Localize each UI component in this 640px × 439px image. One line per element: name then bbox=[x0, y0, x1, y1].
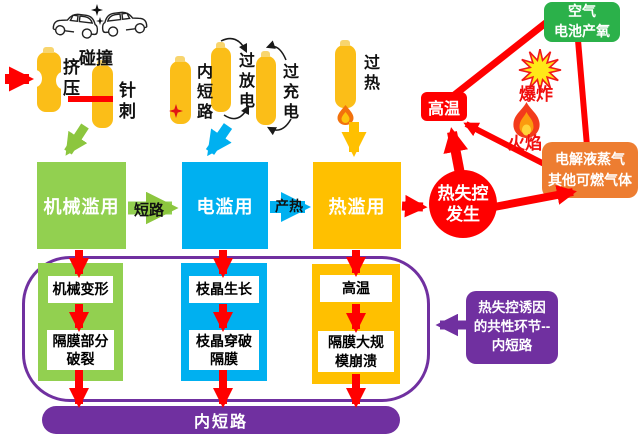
high-temperature-label: 高温 bbox=[427, 100, 460, 118]
needle-battery-cap bbox=[97, 60, 107, 66]
heat-generation-label: 产热 bbox=[275, 198, 303, 214]
high-temperature-node-label: 高温 bbox=[342, 280, 370, 297]
explosion-label: 爆炸 bbox=[519, 85, 553, 104]
air-oxygen-box: 空气 电池产氧 bbox=[544, 2, 620, 42]
runaway-to-gas-arrow bbox=[493, 185, 577, 211]
air-oxygen-label: 空气 电池产氧 bbox=[554, 3, 610, 39]
overcharge-battery-cap bbox=[261, 51, 270, 57]
discharge-arc-bottom bbox=[223, 104, 250, 120]
internal-short-bar: 内短路 bbox=[42, 406, 400, 434]
electrical-trigger-arrow bbox=[205, 123, 233, 157]
separator-mass-collapse-node: 隔膜大规 模崩溃 bbox=[318, 331, 394, 372]
overdischarge-battery-icon bbox=[211, 47, 231, 112]
heat-droplet-icon bbox=[337, 105, 354, 125]
high-temperature-box: 高温 bbox=[421, 92, 467, 121]
line-oxygen-to-gas bbox=[575, 39, 590, 147]
separator-mass-collapse-label: 隔膜大规 模崩溃 bbox=[328, 334, 384, 369]
crush-dent-right bbox=[56, 72, 69, 89]
common-link-note-label: 热失控诱因 的共性环节-- 内短路 bbox=[473, 300, 551, 353]
thermal-abuse-box: 热滥用 bbox=[313, 162, 401, 249]
dendrite-growth-label: 枝晶生长 bbox=[196, 281, 252, 298]
short-circuit-label: 短路 bbox=[134, 202, 165, 219]
flame-icon bbox=[513, 102, 540, 138]
collision-label: 碰撞 bbox=[79, 49, 113, 68]
charge-arc-top bbox=[265, 40, 287, 61]
separator-partial-rupture-node: 隔膜部分 破裂 bbox=[47, 330, 114, 370]
overdischarge-battery-cap bbox=[216, 42, 225, 48]
internal-short-label: 内短路 bbox=[194, 63, 211, 123]
thermal-to-runaway-arrow bbox=[401, 194, 428, 218]
common-link-note-box: 热失控诱因 的共性环节-- 内短路 bbox=[466, 291, 558, 364]
mechanical-trigger-arrow bbox=[64, 123, 89, 156]
needle-label: 针刺 bbox=[116, 81, 135, 123]
electrical-abuse-box: 电滥用 bbox=[182, 162, 268, 249]
electrical-abuse-label: 电滥用 bbox=[196, 196, 254, 217]
overheat-battery-icon bbox=[335, 45, 356, 108]
arrow-gas-to-hightemp bbox=[463, 121, 554, 171]
mechanical-abuse-box: 机械滥用 bbox=[37, 162, 126, 249]
flame-label: 火焰 bbox=[508, 134, 542, 153]
squeeze-label: 挤压 bbox=[60, 58, 79, 100]
cars-collision-icon bbox=[52, 4, 148, 39]
mechanical-abuse-label: 机械滥用 bbox=[43, 196, 120, 217]
dendrite-pierce-separator-label: 枝晶穿破 隔膜 bbox=[196, 332, 252, 367]
mechanical-deformation-label: 机械变形 bbox=[52, 281, 109, 298]
overheat-label: 过热 bbox=[361, 54, 378, 94]
dendrite-growth-node: 枝晶生长 bbox=[189, 276, 259, 303]
high-temperature-node: 高温 bbox=[320, 275, 392, 302]
separator-partial-rupture-label: 隔膜部分 破裂 bbox=[52, 332, 109, 367]
runaway-to-hightemp-arrow bbox=[443, 127, 469, 175]
thermal-runaway-circle: 热失控 发生 bbox=[429, 170, 497, 238]
explosion-star-icon bbox=[518, 49, 562, 91]
over-charge-label: 过充电 bbox=[280, 63, 297, 123]
discharge-arc-top bbox=[220, 37, 248, 54]
over-discharge-label: 过放电 bbox=[236, 52, 253, 112]
thermal-abuse-label: 热滥用 bbox=[328, 196, 386, 217]
collision-spark-icon bbox=[91, 4, 103, 16]
internal-short-bar-label: 内短路 bbox=[193, 414, 248, 431]
overcharge-battery-icon bbox=[256, 56, 276, 125]
crushed-battery-cap bbox=[43, 47, 54, 53]
charge-arc-bottom bbox=[267, 118, 292, 136]
mechanical-deformation-node: 机械变形 bbox=[48, 276, 113, 303]
internal-short-battery-cap bbox=[175, 56, 185, 62]
overheat-battery-cap bbox=[340, 40, 350, 46]
flammable-gas-box: 电解液蒸气 其他可燃气体 bbox=[542, 142, 638, 198]
dendrite-pierce-separator-node: 枝晶穿破 隔膜 bbox=[189, 330, 259, 370]
line-hightemp-to-oxygen bbox=[445, 15, 555, 103]
flammable-gas-label: 电解液蒸气 其他可燃气体 bbox=[548, 151, 632, 188]
needle-bar-icon bbox=[68, 96, 113, 102]
spark-icon bbox=[169, 104, 183, 118]
thermal-runaway-label: 热失控 发生 bbox=[437, 183, 489, 224]
